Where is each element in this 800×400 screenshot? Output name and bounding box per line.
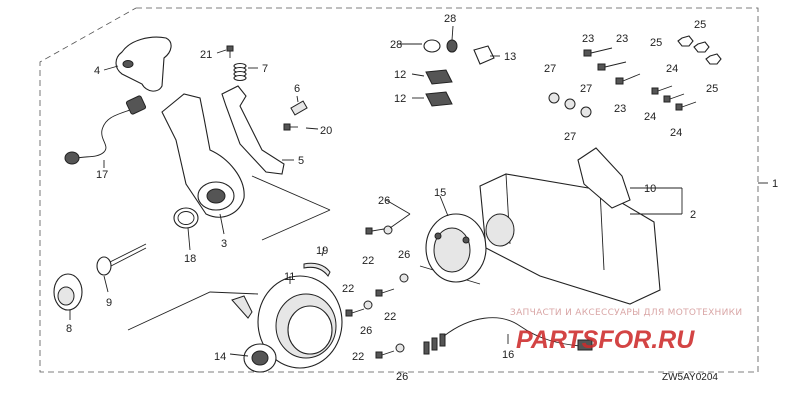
callout-1: 1 bbox=[772, 178, 778, 190]
callout-22d: 22 bbox=[352, 351, 364, 363]
washer-26d bbox=[395, 343, 405, 353]
spring-7 bbox=[233, 62, 247, 82]
curved-piece bbox=[231, 295, 253, 319]
callout-22a: 22 bbox=[362, 255, 374, 267]
clip-6 bbox=[290, 100, 308, 116]
callout-26c: 26 bbox=[360, 325, 372, 337]
knob-8 bbox=[53, 273, 83, 311]
clip-12b bbox=[425, 91, 453, 107]
cover-disc-11 bbox=[257, 275, 343, 369]
clip-13 bbox=[473, 45, 495, 65]
leader-lines bbox=[69, 25, 683, 357]
callout-21: 21 bbox=[200, 49, 212, 61]
clip-12a bbox=[425, 69, 453, 85]
callout-6: 6 bbox=[294, 83, 300, 95]
callout-9: 9 bbox=[106, 297, 112, 309]
callout-8: 8 bbox=[66, 323, 72, 335]
screw-20 bbox=[283, 123, 298, 131]
gasket-10 bbox=[577, 147, 631, 209]
frame-line-upper bbox=[251, 175, 331, 211]
o-ring-18 bbox=[173, 207, 199, 229]
callout-20: 20 bbox=[320, 125, 332, 137]
washer-27a bbox=[548, 92, 560, 104]
callout-27a: 27 bbox=[544, 63, 556, 75]
screw-24c bbox=[675, 101, 697, 111]
callout-28b: 28 bbox=[390, 39, 402, 51]
callout-13: 13 bbox=[504, 51, 516, 63]
strip-19 bbox=[303, 262, 331, 277]
lever-arm-3 bbox=[161, 93, 245, 218]
callout-12b: 12 bbox=[394, 93, 406, 105]
callout-15: 15 bbox=[434, 187, 446, 199]
callout-3: 3 bbox=[221, 238, 227, 250]
screw-24a bbox=[651, 85, 673, 95]
screw-22b bbox=[345, 308, 365, 317]
nut-25b bbox=[693, 41, 710, 53]
clip-28 bbox=[423, 39, 458, 53]
callout-23c: 23 bbox=[614, 103, 626, 115]
washer-27c bbox=[580, 106, 592, 118]
callout-2: 2 bbox=[690, 209, 696, 221]
callout-24a: 24 bbox=[666, 63, 678, 75]
callout-24b: 24 bbox=[644, 111, 656, 123]
bracket-5 bbox=[221, 85, 285, 175]
callout-10: 10 bbox=[644, 183, 656, 195]
callout-27b: 27 bbox=[580, 83, 592, 95]
washer-27b bbox=[564, 98, 576, 110]
callout-24c: 24 bbox=[670, 127, 682, 139]
diagram-code: ZW5AY0204 bbox=[662, 372, 718, 383]
callout-22b: 22 bbox=[342, 283, 354, 295]
screw-23b bbox=[597, 61, 627, 71]
callout-4: 4 bbox=[94, 65, 100, 77]
callout-25c: 25 bbox=[706, 83, 718, 95]
callout-18: 18 bbox=[184, 253, 196, 265]
callout-23b: 23 bbox=[616, 33, 628, 45]
callout-26b: 26 bbox=[398, 249, 410, 261]
callout-17: 17 bbox=[96, 169, 108, 181]
cable-16 bbox=[423, 317, 593, 355]
callout-26d: 26 bbox=[396, 371, 408, 383]
callout-7: 7 bbox=[262, 63, 268, 75]
screw-21 bbox=[226, 45, 234, 58]
screw-24b bbox=[663, 93, 685, 103]
gear-ring-14 bbox=[243, 343, 277, 373]
callout-27c: 27 bbox=[564, 131, 576, 143]
nut-25a bbox=[677, 35, 694, 47]
callout-26a: 26 bbox=[378, 195, 390, 207]
callout-19: 19 bbox=[316, 245, 328, 257]
screw-23c bbox=[615, 73, 641, 85]
washer-26c bbox=[399, 273, 409, 283]
screw-22d bbox=[375, 350, 395, 359]
assembly-outline bbox=[39, 7, 759, 373]
shaft-9 bbox=[96, 243, 147, 276]
callout-12a: 12 bbox=[394, 69, 406, 81]
watermark-tagline: ЗАПЧАСТИ И АКСЕССУАРЫ ДЛЯ МОТОТЕХНИКИ bbox=[510, 308, 742, 318]
nut-25c bbox=[705, 53, 722, 65]
frame-line-left bbox=[127, 291, 259, 331]
switch-plate-15 bbox=[425, 213, 487, 283]
callout-25b: 25 bbox=[650, 37, 662, 49]
screw-22c bbox=[375, 288, 395, 297]
housing-body-2 bbox=[479, 173, 661, 305]
callout-25a: 25 bbox=[694, 19, 706, 31]
wire-harness-17 bbox=[64, 95, 147, 165]
callout-22c: 22 bbox=[384, 311, 396, 323]
callout-16: 16 bbox=[502, 349, 514, 361]
o-ring-18-inner bbox=[177, 211, 195, 225]
callout-23a: 23 bbox=[582, 33, 594, 45]
frame-line-diag bbox=[261, 209, 331, 241]
callout-14: 14 bbox=[214, 351, 226, 363]
screw-22a bbox=[365, 227, 385, 235]
callout-5: 5 bbox=[298, 155, 304, 167]
callout-11: 11 bbox=[284, 271, 295, 283]
watermark-logo: PARTSFOR.RU bbox=[516, 326, 695, 354]
callout-28a: 28 bbox=[444, 13, 456, 25]
lever-grip-part bbox=[115, 36, 172, 92]
washer-26b bbox=[363, 300, 373, 310]
screw-23a bbox=[583, 47, 613, 57]
